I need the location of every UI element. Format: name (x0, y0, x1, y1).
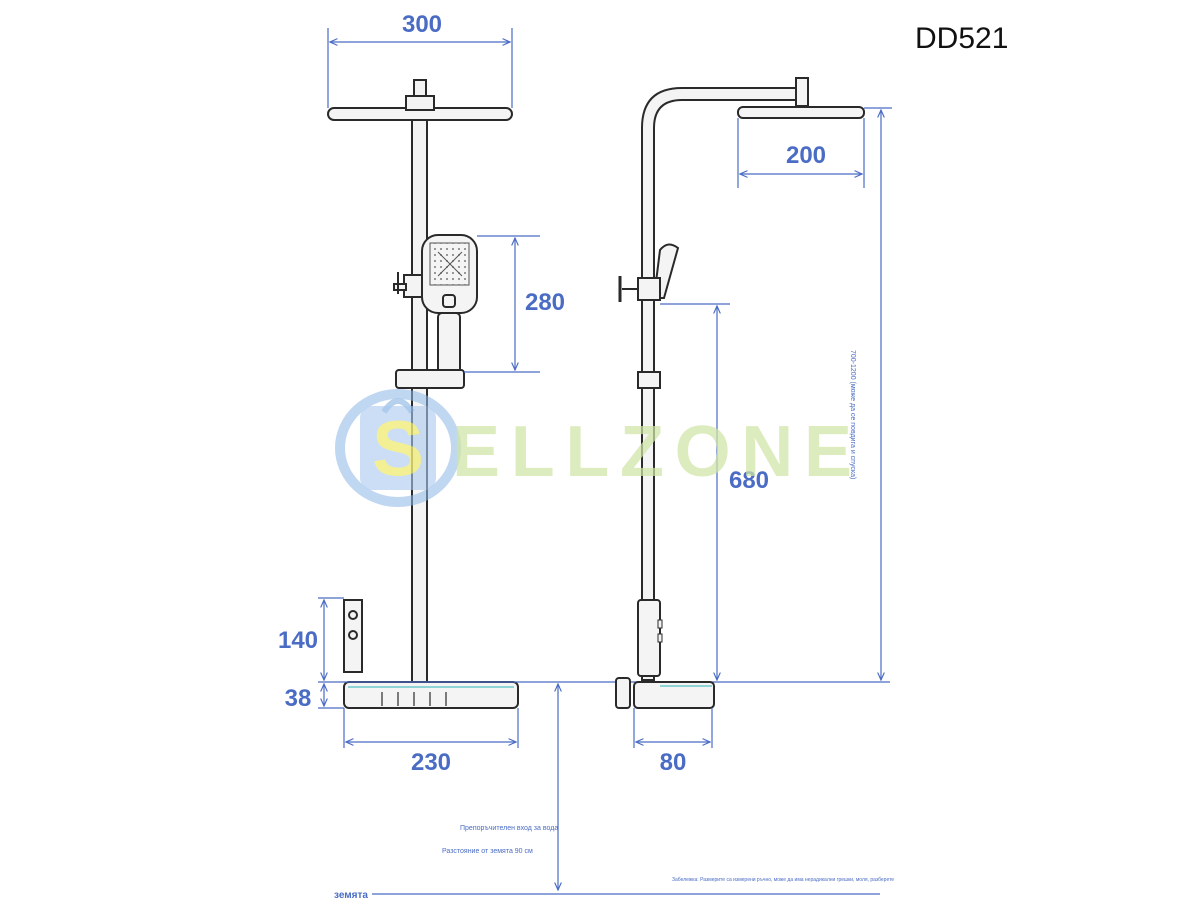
front-hand-shower-face (429, 242, 470, 286)
dim-adjustable-height: 700-1200 (може да се повдига и спуска) (849, 350, 856, 479)
front-valve-knob-lower (348, 630, 358, 640)
dim-handshower-height: 280 (525, 289, 565, 316)
watermark-badge-letter: S (372, 404, 424, 492)
watermark-badge-bag (360, 406, 436, 490)
front-hand-shower-handle (437, 312, 461, 374)
dim-outlet-height: 680 (729, 467, 769, 494)
dim-arm-projection: 200 (786, 142, 826, 169)
dim-head-width: 300 (402, 11, 442, 38)
watermark-text: ELLZONE (452, 412, 852, 492)
note-water-inlet: Препоръчителен вход за вода (460, 825, 558, 832)
dim-shelf-depth: 80 (660, 749, 687, 776)
front-dimensions (318, 28, 890, 748)
side-slide-clamp (637, 277, 661, 301)
front-head-connector-top (413, 79, 427, 97)
side-overhead-arm (641, 87, 797, 681)
front-valve-knob-upper (348, 610, 358, 620)
dim-shelf-thickness: 38 (285, 685, 312, 712)
front-shelf (343, 681, 519, 709)
floor-label: земята (334, 890, 368, 900)
side-holder (637, 371, 661, 389)
side-diverter-knob (615, 677, 631, 709)
dim-shelf-width: 230 (411, 749, 451, 776)
front-hand-shower-pattern (437, 251, 463, 277)
side-dimensions (372, 107, 892, 895)
dim-valve-height: 140 (278, 627, 318, 654)
side-arm-connector (795, 77, 809, 107)
watermark-badge-handle (381, 398, 415, 414)
side-valve-control-2 (657, 633, 663, 643)
note-floor-distance: Разстояние от земята 90 см (442, 848, 533, 855)
side-view (615, 77, 865, 709)
front-head-connector (405, 95, 435, 111)
front-slide-knob (393, 283, 407, 291)
watermark-badge-ring (335, 389, 461, 507)
model-code: DD521 (915, 22, 1008, 55)
side-valve-control-1 (657, 619, 663, 629)
front-hand-shower-button (442, 294, 456, 308)
side-shelf (633, 681, 715, 709)
watermark-logo: S (335, 389, 461, 507)
note-disclaimer: Забележка: Размерите са измерени ръчно, … (672, 877, 894, 883)
side-rain-head (737, 106, 865, 119)
side-valve-body (637, 599, 661, 677)
front-hand-shower-holder (395, 369, 465, 389)
